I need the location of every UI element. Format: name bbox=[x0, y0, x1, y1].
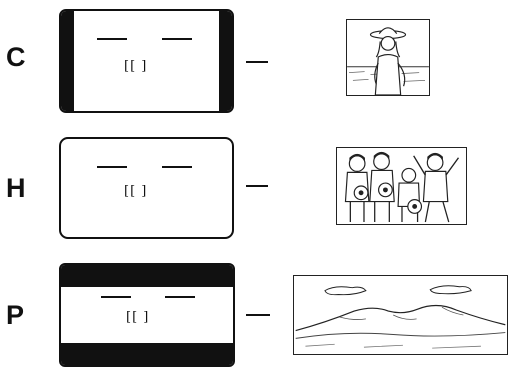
children-group-illustration bbox=[337, 148, 466, 224]
frame-mark-right bbox=[162, 166, 192, 168]
af-frame-mark: [[ ] bbox=[124, 185, 147, 198]
frame-mark-left bbox=[97, 38, 127, 40]
connector-line-c bbox=[246, 61, 268, 63]
side-mask-left bbox=[61, 11, 74, 111]
side-mask-right bbox=[219, 11, 232, 111]
top-mask bbox=[61, 265, 233, 287]
mode-letter-p: P bbox=[6, 302, 24, 329]
connector-line-p bbox=[246, 314, 270, 316]
viewfinder-frame-h: [[ ] bbox=[59, 137, 234, 239]
mode-letter-h: H bbox=[6, 175, 26, 202]
scene-children-group bbox=[336, 147, 467, 225]
af-frame-mark: [[ ] bbox=[126, 311, 149, 324]
woman-beach-illustration bbox=[347, 20, 429, 95]
connector-line-h bbox=[246, 185, 268, 187]
bottom-mask bbox=[61, 343, 233, 365]
scene-woman-at-beach bbox=[346, 19, 430, 96]
frame-mark-left bbox=[97, 166, 127, 168]
scene-mountain-landscape bbox=[293, 275, 508, 355]
af-frame-mark: [[ ] bbox=[124, 60, 147, 73]
mode-letter-c: C bbox=[6, 44, 26, 71]
frame-mark-right bbox=[162, 38, 192, 40]
viewfinder-frame-p: [[ ] bbox=[59, 263, 235, 367]
frame-mark-right bbox=[165, 296, 195, 298]
mountain-landscape-illustration bbox=[294, 276, 507, 354]
frame-mark-left bbox=[101, 296, 131, 298]
viewfinder-frame-c: [[ ] bbox=[59, 9, 234, 113]
